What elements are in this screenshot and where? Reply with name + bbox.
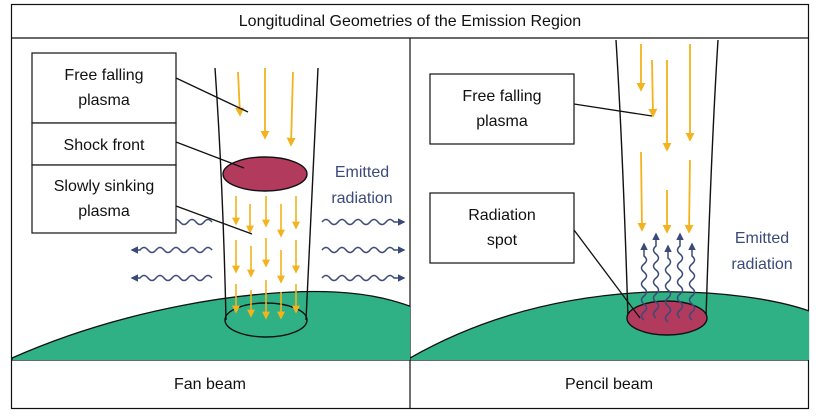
label-radiation-spot-line2: spot: [487, 232, 518, 249]
caption-pencil-beam: Pencil beam: [565, 376, 653, 393]
label-shock-front: Shock front: [64, 137, 145, 154]
plasma-arrows-upper-left: [235, 68, 296, 147]
label-radiation-spot-line1: Radiation: [468, 207, 536, 224]
plasma-arrows-right: [636, 44, 695, 234]
label-slowly-sinking-line1: Slowly sinking: [54, 178, 154, 195]
plasma-arrows-lower-left: [232, 196, 300, 320]
accretion-column-right: [615, 40, 629, 319]
radiation-spot-disk: [626, 300, 708, 336]
pencil-beam-panel: [410, 40, 809, 360]
neutron-star-surface-left: [12, 290, 410, 360]
radiation-waves-right-side: [321, 218, 406, 282]
fan-beam-panel: [12, 67, 410, 360]
label-free-falling-right-line2: plasma: [476, 113, 528, 130]
neutron-star-surface-right: [410, 291, 809, 360]
caption-fan-beam: Fan beam: [174, 376, 246, 393]
label-free-falling-right-line1: Free falling: [462, 88, 541, 105]
label-emitted-right-line2: radiation: [731, 256, 792, 273]
label-slowly-sinking-line2: plasma: [78, 203, 130, 220]
left-label-boxes: [31, 52, 253, 235]
radiation-waves-upward: [640, 232, 696, 323]
figure-title: Longitudinal Geometries of the Emission …: [239, 13, 581, 30]
label-emitted-right-line1: Emitted: [735, 230, 789, 247]
label-emitted-left-line1: Emitted: [335, 164, 389, 181]
shock-front-disk: [222, 156, 308, 192]
label-emitted-left-line2: radiation: [331, 190, 392, 207]
figure-frame: [10, 3, 810, 410]
label-free-falling-left-line1: Free falling: [64, 67, 143, 84]
accretion-column-left: [214, 67, 227, 321]
right-label-boxes: [429, 73, 653, 319]
label-free-falling-left-line2: plasma: [78, 92, 130, 109]
